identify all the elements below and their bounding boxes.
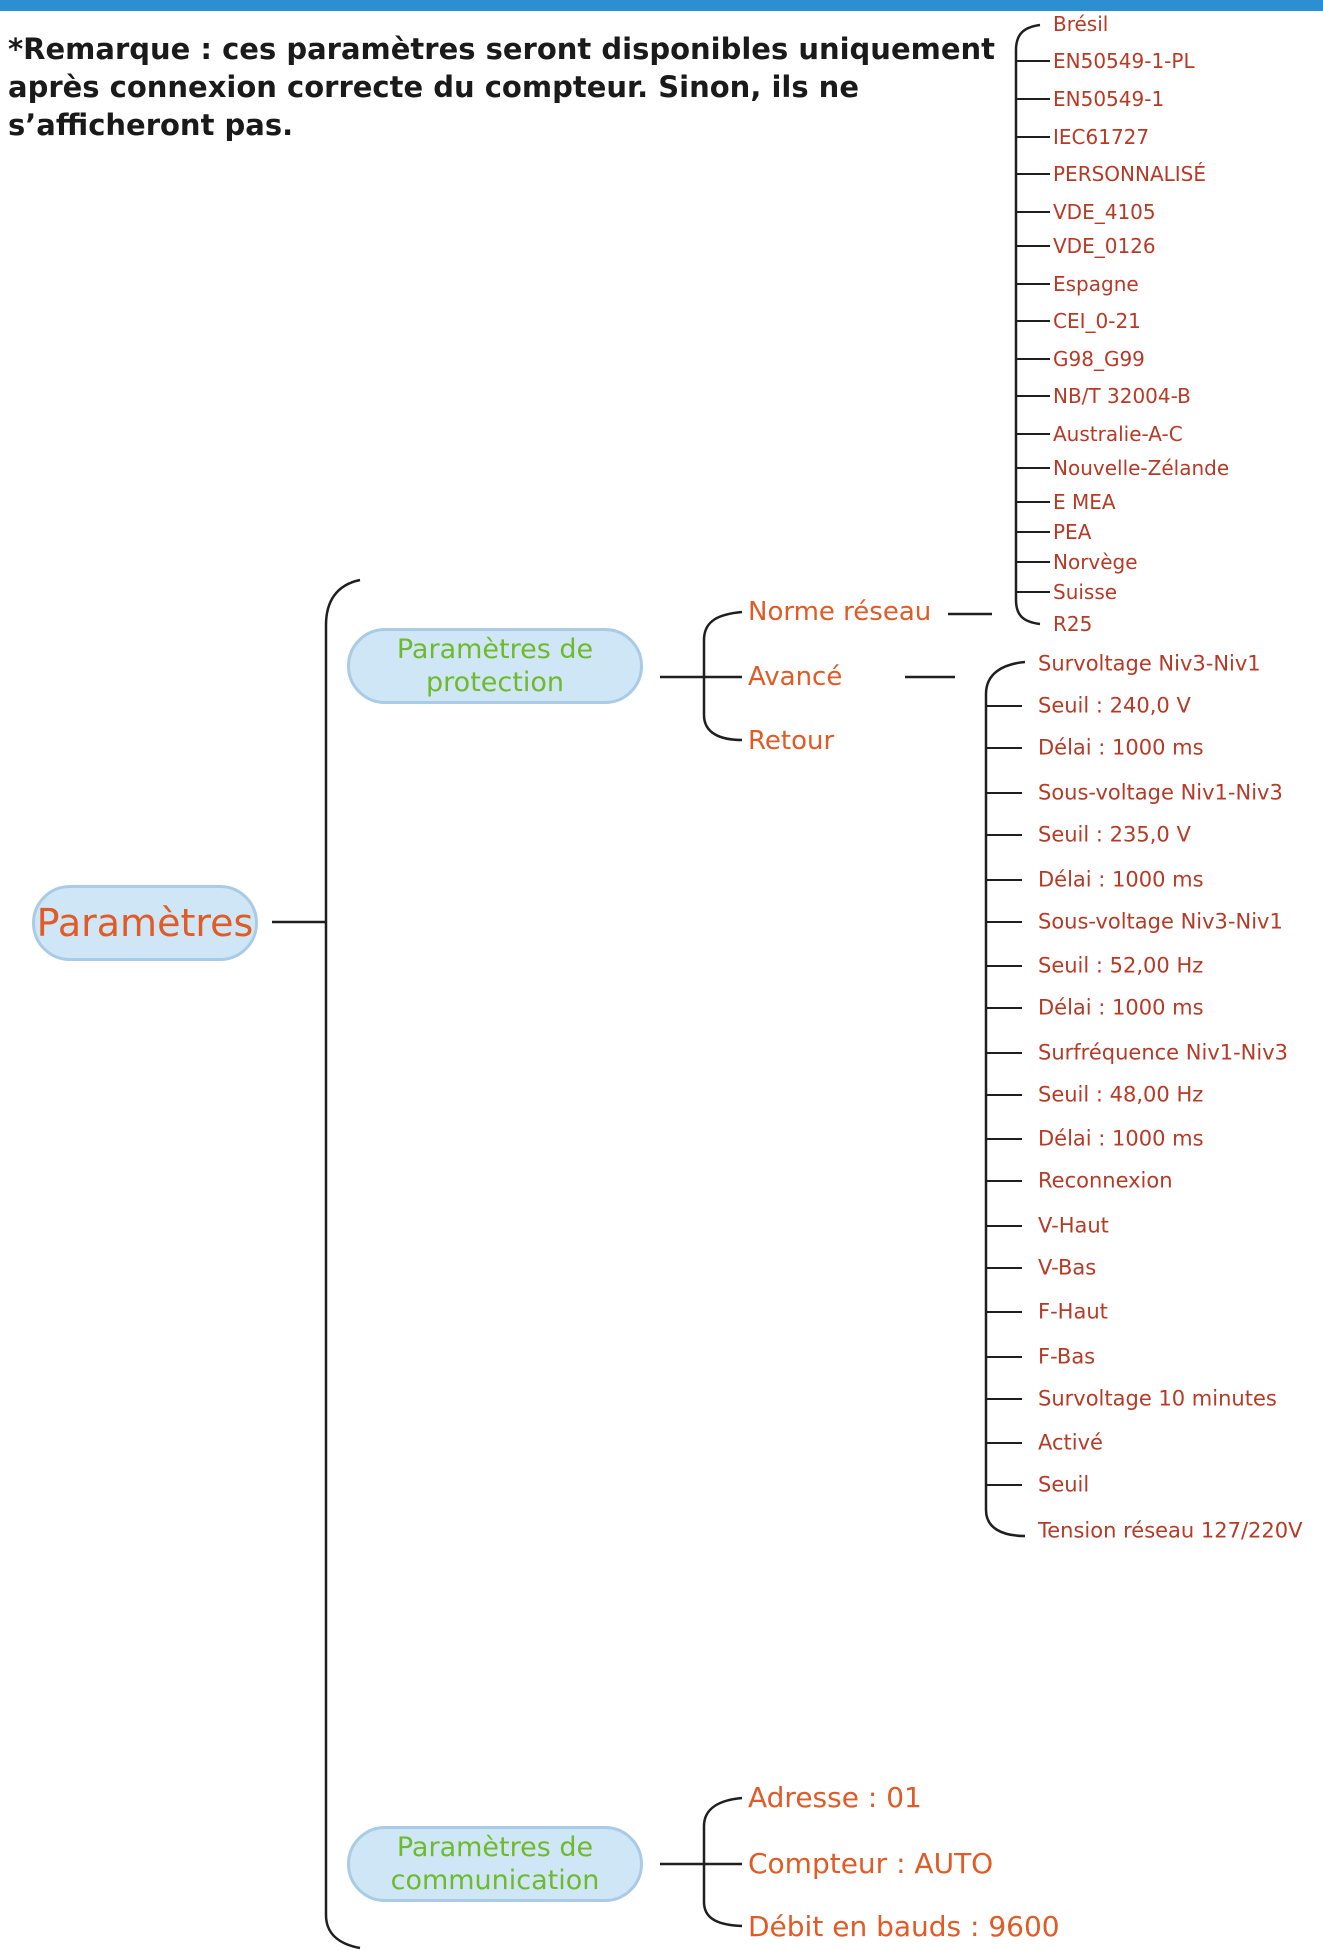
communication-node: Paramètres de communication (347, 1826, 643, 1902)
grid-standard-item: VDE_4105 (1053, 200, 1156, 224)
advanced-setting-item: Survoltage 10 minutes (1038, 1386, 1277, 1411)
advanced-setting-item: Sous-voltage Niv3-Niv1 (1038, 909, 1283, 934)
grid-standard-item: EN50549-1-PL (1053, 49, 1195, 73)
advanced-setting-item: F-Haut (1038, 1299, 1108, 1324)
root-label: Paramètres (36, 901, 254, 945)
protection-item-grid-standard: Norme réseau (748, 597, 932, 627)
advanced-setting-item: Surfréquence Niv1-Niv3 (1038, 1040, 1289, 1065)
grid-standard-item: CEI_0-21 (1053, 309, 1141, 333)
advanced-setting-item: V-Haut (1038, 1213, 1109, 1238)
advanced-setting-item: V-Bas (1038, 1255, 1097, 1280)
advanced-setting-item: Délai : 1000 ms (1038, 995, 1204, 1020)
advanced-setting-item: Seuil : 240,0 V (1038, 693, 1191, 718)
grid-standard-item: NB/T 32004-B (1053, 384, 1191, 408)
advanced-setting-item: F-Bas (1038, 1344, 1096, 1369)
grid-standard-item: Espagne (1053, 272, 1139, 296)
communication-bracket (702, 1796, 743, 1928)
grid-standard-item: EN50549-1 (1053, 87, 1165, 111)
protection-node: Paramètres de protection (347, 628, 643, 704)
advanced-setting-item: Reconnexion (1038, 1168, 1173, 1193)
advanced-bracket (984, 660, 1026, 1538)
communication-label-line2: communication (390, 1865, 600, 1896)
protection-label-line1: Paramètres de (396, 634, 594, 665)
advanced-setting-item: Seuil : 48,00 Hz (1038, 1082, 1204, 1107)
grid-bracket (1014, 23, 1041, 626)
advanced-setting-item: Tension réseau 127/220V (1038, 1518, 1303, 1543)
grid-standard-item: PEA (1053, 520, 1092, 544)
grid-standard-item: G98_G99 (1053, 347, 1145, 371)
comm-item-baud-rate: Débit en bauds : 9600 (748, 1910, 1060, 1943)
protection-label-line2: protection (426, 667, 564, 698)
protection-item-advanced: Avancé (748, 662, 843, 692)
grid-standard-item: E MEA (1053, 490, 1116, 514)
advanced-setting-item: Survoltage Niv3-Niv1 (1038, 651, 1261, 676)
advanced-setting-item: Activé (1038, 1430, 1103, 1455)
root-node: Paramètres (32, 885, 258, 961)
note-text: *Remarque : ces paramètres seront dispon… (8, 32, 996, 142)
main-bracket (324, 578, 361, 1950)
comm-item-address: Adresse : 01 (748, 1781, 922, 1814)
top-accent-bar (0, 0, 1323, 11)
grid-standard-item: IEC61727 (1053, 125, 1150, 149)
advanced-setting-item: Sous-voltage Niv1-Niv3 (1038, 780, 1283, 805)
grid-standard-item: Nouvelle-Zélande (1053, 456, 1230, 480)
advanced-setting-item: Délai : 1000 ms (1038, 867, 1204, 892)
grid-standard-item: PERSONNALISÉ (1053, 162, 1207, 186)
grid-standard-item: Australie-A-C (1053, 422, 1183, 446)
grid-standard-item: VDE_0126 (1053, 234, 1156, 258)
advanced-setting-item: Seuil : 52,00 Hz (1038, 953, 1204, 978)
grid-standard-item: Norvège (1053, 550, 1138, 574)
grid-standard-item: R25 (1053, 612, 1093, 636)
comm-item-meter: Compteur : AUTO (748, 1847, 994, 1880)
advanced-setting-item: Délai : 1000 ms (1038, 735, 1204, 760)
advanced-setting-item: Délai : 1000 ms (1038, 1126, 1204, 1151)
communication-label-line1: Paramètres de (396, 1832, 594, 1863)
protection-item-back: Retour (748, 726, 835, 756)
grid-standard-item: Brésil (1053, 12, 1109, 36)
grid-standard-item: Suisse (1053, 580, 1118, 604)
advanced-setting-item: Seuil (1038, 1472, 1090, 1497)
advanced-setting-item: Seuil : 235,0 V (1038, 822, 1191, 847)
